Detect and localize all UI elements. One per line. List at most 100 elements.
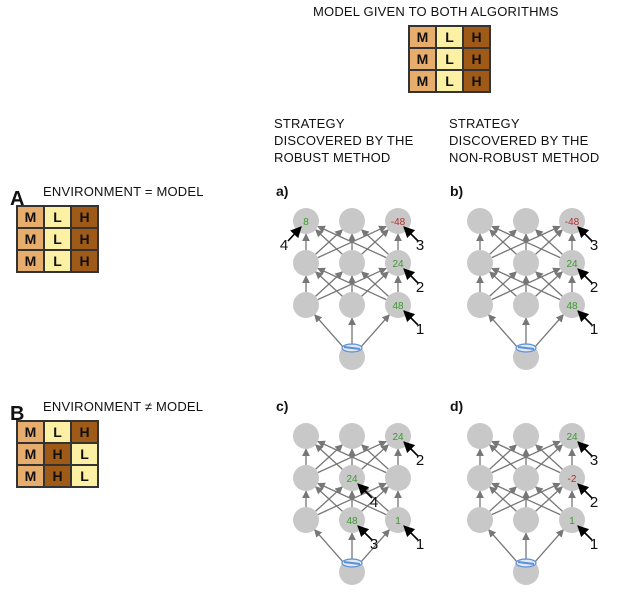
edge-arrow (315, 229, 343, 255)
state-node (513, 208, 539, 234)
grid-cell: M (17, 206, 44, 228)
state-node (385, 465, 411, 491)
node-value: -2 (568, 474, 577, 485)
robust-header-line3: ROBUST METHOD (274, 150, 391, 165)
panel-label-c: c) (276, 398, 289, 414)
step-number: 2 (416, 452, 424, 469)
robot-icon-detail (517, 561, 535, 565)
grid-cell: L (436, 70, 463, 92)
step-number: 3 (590, 452, 598, 469)
step-arrow (357, 525, 373, 541)
edge-arrow (361, 271, 389, 297)
grid-cell: M (409, 70, 436, 92)
edge-arrow (488, 314, 518, 348)
grid-cell: L (71, 443, 98, 465)
state-node (467, 465, 493, 491)
grid-cell: H (463, 48, 490, 70)
robust-header: STRATEGY DISCOVERED BY THE ROBUST METHOD (274, 115, 413, 166)
env-label-b: ENVIRONMENT ≠ MODEL (43, 399, 204, 414)
grid-cell: L (436, 26, 463, 48)
step-arrow (403, 310, 419, 326)
step-number: 2 (590, 279, 598, 296)
robust-header-line1: STRATEGY (274, 116, 345, 131)
step-arrow (577, 268, 593, 284)
grid-cell: L (71, 465, 98, 487)
robot-icon-detail (343, 561, 361, 565)
edge-arrow (488, 529, 518, 563)
edge-arrow (314, 529, 344, 563)
node-value: 1 (395, 516, 401, 527)
node-value: 8 (303, 217, 309, 228)
edge-arrow (489, 444, 517, 470)
grid-cell: H (71, 228, 98, 250)
state-node (339, 208, 365, 234)
state-node (467, 507, 493, 533)
step-arrow (403, 525, 419, 541)
edge-arrow (315, 271, 343, 297)
state-node (467, 292, 493, 318)
state-node (513, 423, 539, 449)
panel-label-d: d) (450, 398, 464, 414)
step-arrow (287, 226, 302, 242)
step-arrow (403, 441, 419, 457)
grid-cell: H (71, 250, 98, 272)
step-arrow (577, 483, 593, 499)
node-value: -48 (565, 217, 580, 228)
step-number: 1 (416, 321, 424, 338)
edge-arrow (315, 444, 343, 470)
edge-arrow (315, 486, 343, 512)
step-number: 4 (280, 237, 288, 254)
state-node (293, 423, 319, 449)
step-number: 4 (370, 494, 378, 511)
state-node (293, 507, 319, 533)
edge-arrow (491, 267, 561, 301)
node-value: 24 (566, 432, 578, 443)
edge-arrow (317, 440, 387, 474)
grid-cell: L (44, 228, 71, 250)
edge-arrow (535, 271, 563, 297)
node-value: 24 (392, 432, 404, 443)
edge-arrow (317, 482, 387, 516)
state-node (513, 507, 539, 533)
step-arrow (577, 525, 593, 541)
env-label-a: ENVIRONMENT = MODEL (43, 184, 204, 199)
grid-cell: H (71, 421, 98, 443)
robust-header-line2: DISCOVERED BY THE (274, 133, 414, 148)
state-node (467, 208, 493, 234)
grid-cell: H (44, 443, 71, 465)
edge-arrow (317, 225, 387, 259)
edge-arrow (489, 486, 517, 512)
grid-cell: H (71, 206, 98, 228)
grid-cell: H (44, 465, 71, 487)
state-node (467, 423, 493, 449)
edge-arrow (489, 271, 517, 297)
state-node (339, 423, 365, 449)
row-label-a: A (10, 188, 25, 210)
grid-cell: M (409, 48, 436, 70)
state-node (293, 250, 319, 276)
state-node (339, 292, 365, 318)
grid-cell: L (44, 250, 71, 272)
state-node (513, 292, 539, 318)
edge-arrow (535, 229, 563, 255)
node-value: 48 (566, 301, 578, 312)
robot-icon-detail (343, 346, 361, 350)
step-number: 1 (590, 321, 598, 338)
edge-arrow (534, 314, 564, 348)
node-value: 48 (392, 301, 404, 312)
node-value: 24 (392, 259, 404, 270)
grid-cell: M (17, 465, 44, 487)
non-robust-header-line3: NON-ROBUST METHOD (449, 150, 600, 165)
step-arrow (357, 483, 373, 499)
non-robust-header-line1: STRATEGY (449, 116, 520, 131)
non-robust-header-line2: DISCOVERED BY THE (449, 133, 589, 148)
edge-arrow (317, 267, 387, 301)
grid-cell: M (17, 250, 44, 272)
step-number: 2 (590, 494, 598, 511)
edge-arrow (314, 314, 344, 348)
state-node (339, 250, 365, 276)
edge-arrow (361, 229, 389, 255)
step-number: 1 (416, 536, 424, 553)
